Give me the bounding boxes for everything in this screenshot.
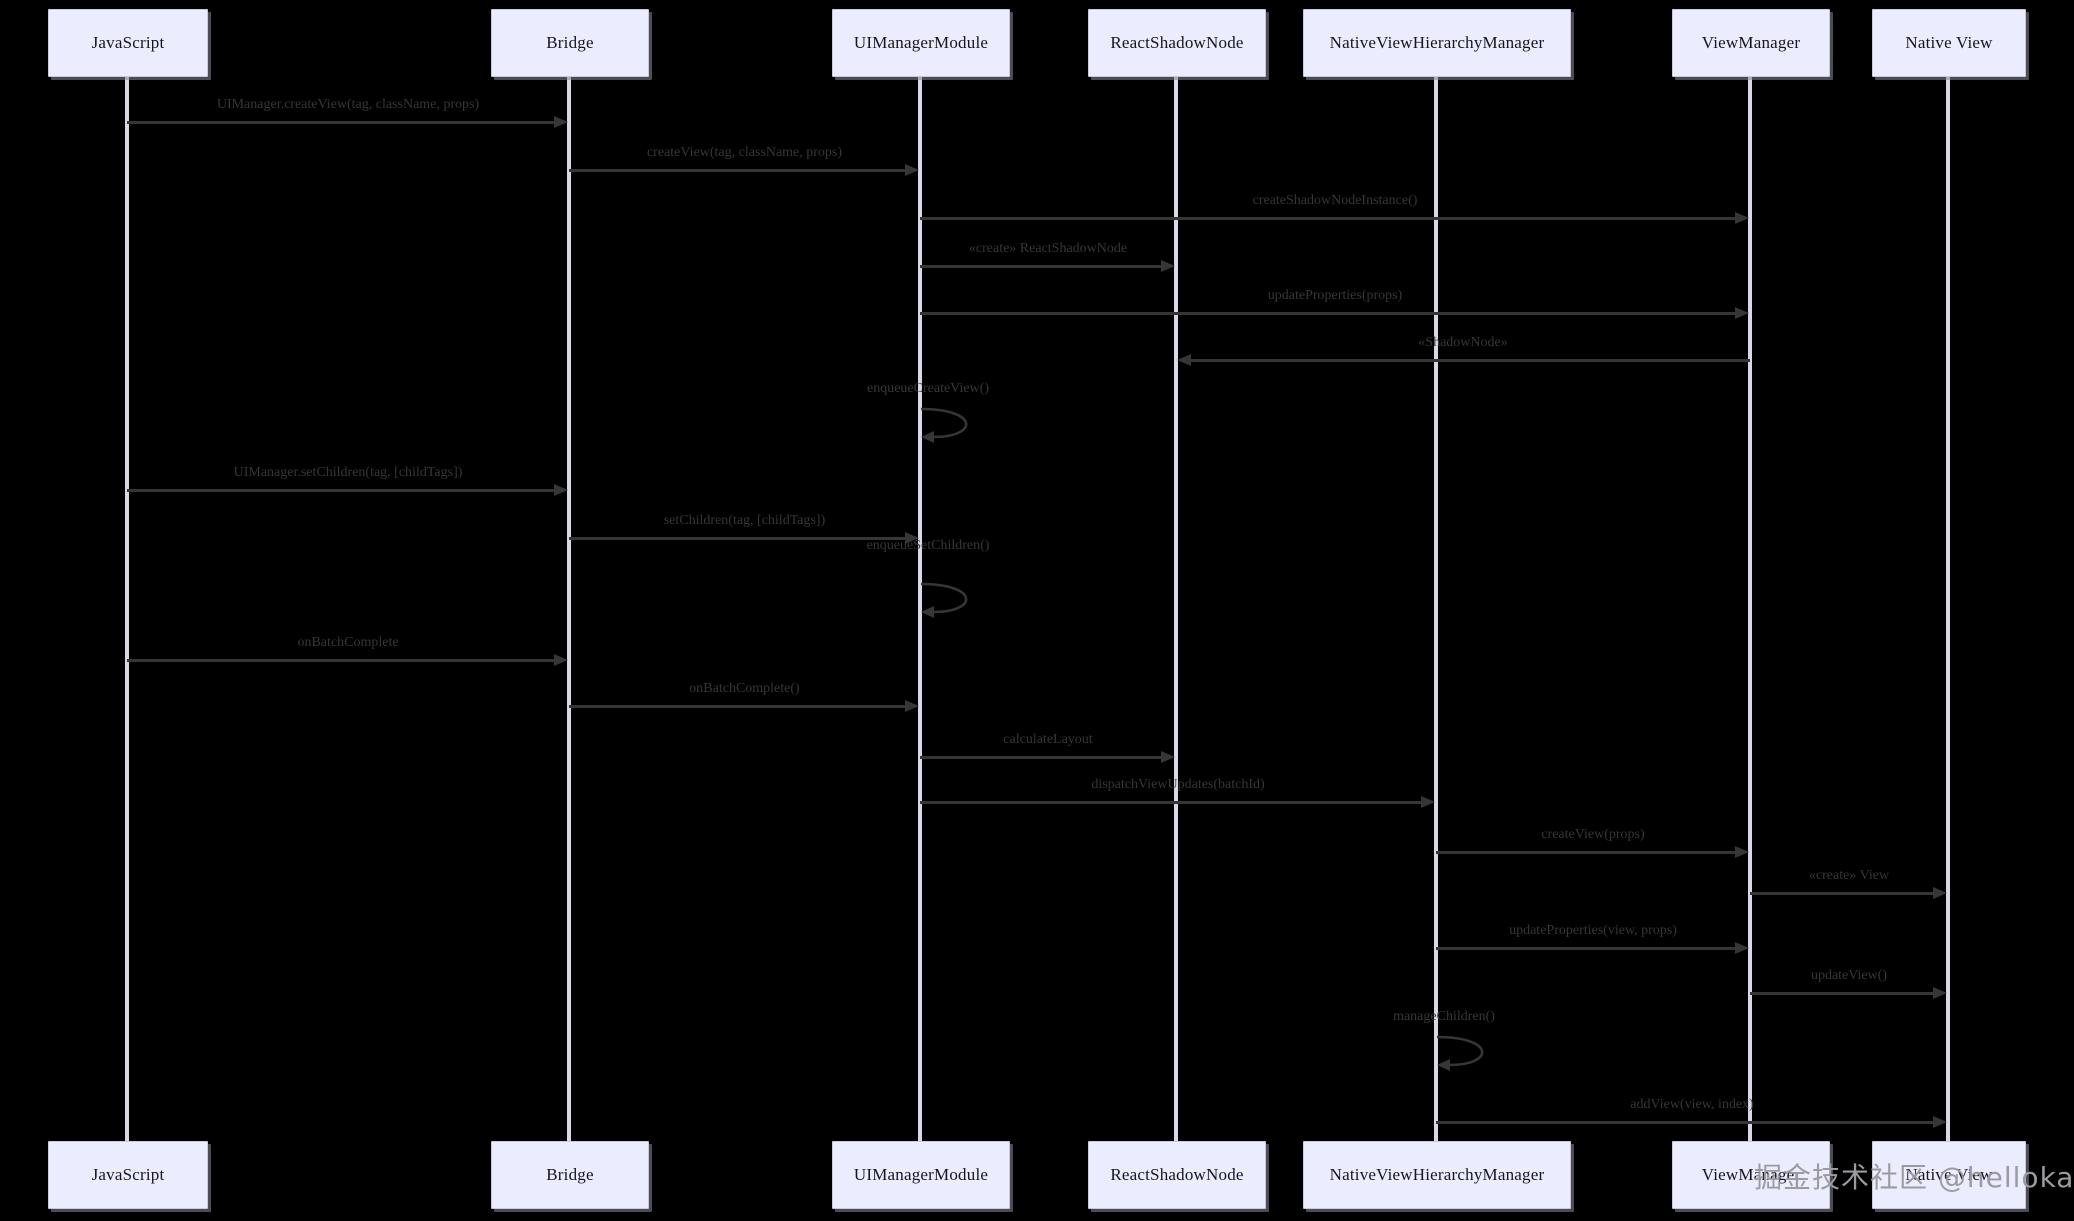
message-arrow-line: [920, 801, 1428, 804]
lifeline-nv: [1946, 75, 1950, 1141]
message-arrowhead: [1735, 306, 1749, 319]
message-arrowhead: [905, 699, 919, 712]
message-arrowhead: [1933, 1115, 1947, 1128]
lifeline-vm: [1748, 75, 1752, 1141]
actor-box-bottom-nv: Native View: [1872, 1141, 2026, 1209]
message-arrow-line: [569, 705, 912, 708]
message-label: UIManager.createView(tag, className, pro…: [216, 97, 480, 112]
message-arrowhead: [554, 115, 568, 128]
actor-box-top-nv: Native View: [1872, 9, 2026, 77]
message-arrowhead: [554, 653, 568, 666]
lifeline-nvhm: [1434, 75, 1438, 1141]
actor-box-bottom-nvhm: NativeViewHierarchyManager: [1303, 1141, 1571, 1209]
self-message-label: enqueueCreateView(): [867, 381, 989, 396]
message-label: onBatchComplete: [297, 635, 399, 650]
message-arrow-line: [569, 537, 912, 540]
actor-box-bottom-vm: ViewManager: [1672, 1141, 1830, 1209]
message-arrow-line: [569, 169, 912, 172]
lifeline-rsn: [1174, 75, 1178, 1141]
message-arrow-line: [920, 312, 1742, 315]
message-arrow-line: [1436, 851, 1742, 854]
message-arrowhead: [1735, 845, 1749, 858]
message-label: createView(props): [1541, 827, 1645, 842]
juejin-watermark: 掘金技术社区 @hellokai: [1754, 1161, 2074, 1194]
actor-box-top-uim: UIManagerModule: [832, 9, 1010, 77]
self-loop-arrow: [920, 582, 968, 618]
message-arrowhead: [1421, 795, 1435, 808]
message-arrow-line: [920, 756, 1168, 759]
actor-box-top-vm: ViewManager: [1672, 9, 1830, 77]
lifeline-uim: [918, 75, 922, 1141]
message-label: updateView(): [1810, 968, 1888, 983]
message-arrow-line: [127, 659, 561, 662]
actor-box-top-rsn: ReactShadowNode: [1088, 9, 1266, 77]
message-label: setChildren(tag, [childTags]): [663, 513, 826, 528]
actor-box-bottom-bridge: Bridge: [491, 1141, 649, 1209]
message-arrowhead: [905, 163, 919, 176]
message-arrowhead: [1177, 353, 1191, 366]
message-arrowhead: [1933, 986, 1947, 999]
message-label: createView(tag, className, props): [646, 145, 843, 160]
actor-box-bottom-rsn: ReactShadowNode: [1088, 1141, 1266, 1209]
message-label: calculateLayout: [1003, 732, 1093, 747]
message-label: UIManager.setChildren(tag, [childTags]): [233, 465, 463, 480]
lifeline-js: [125, 75, 129, 1141]
message-arrowhead: [1161, 750, 1175, 763]
message-label: «ShadowNode»: [1418, 335, 1508, 350]
message-arrowhead: [1735, 211, 1749, 224]
actor-box-top-bridge: Bridge: [491, 9, 649, 77]
actor-box-top-nvhm: NativeViewHierarchyManager: [1303, 9, 1571, 77]
message-arrow-line: [127, 489, 561, 492]
self-message-label: enqueueSetChildren(): [866, 538, 990, 553]
message-arrow-line: [1750, 992, 1940, 995]
message-label: updateProperties(view, props): [1509, 923, 1677, 938]
actor-box-top-js: JavaScript: [48, 9, 208, 77]
self-message-label: manageChildren(): [1393, 1009, 1495, 1024]
message-arrowhead: [1735, 941, 1749, 954]
message-label: «create» View: [1808, 868, 1890, 883]
message-label: addView(view, index): [1630, 1097, 1754, 1112]
self-loop-arrow: [1436, 1035, 1484, 1071]
message-arrowhead: [905, 531, 919, 544]
message-arrowhead: [1933, 886, 1947, 899]
message-arrow-line: [127, 121, 561, 124]
lifeline-bridge: [567, 75, 571, 1141]
message-label: createShadowNodeInstance(): [1252, 193, 1418, 208]
message-label: onBatchComplete(): [689, 681, 800, 696]
message-arrow-line: [1436, 1121, 1940, 1124]
message-arrow-line: [1184, 359, 1750, 362]
actor-box-bottom-uim: UIManagerModule: [832, 1141, 1010, 1209]
message-label: «create» ReactShadowNode: [968, 241, 1128, 256]
message-label: updateProperties(props): [1267, 288, 1403, 303]
message-arrow-line: [1436, 947, 1742, 950]
message-arrow-line: [1750, 892, 1940, 895]
message-arrowhead: [1161, 259, 1175, 272]
message-arrowhead: [554, 483, 568, 496]
message-label: dispatchViewUpdates(batchId): [1091, 777, 1265, 792]
message-arrow-line: [920, 217, 1742, 220]
message-arrow-line: [920, 265, 1168, 268]
actor-box-bottom-js: JavaScript: [48, 1141, 208, 1209]
self-loop-arrow: [920, 407, 968, 443]
